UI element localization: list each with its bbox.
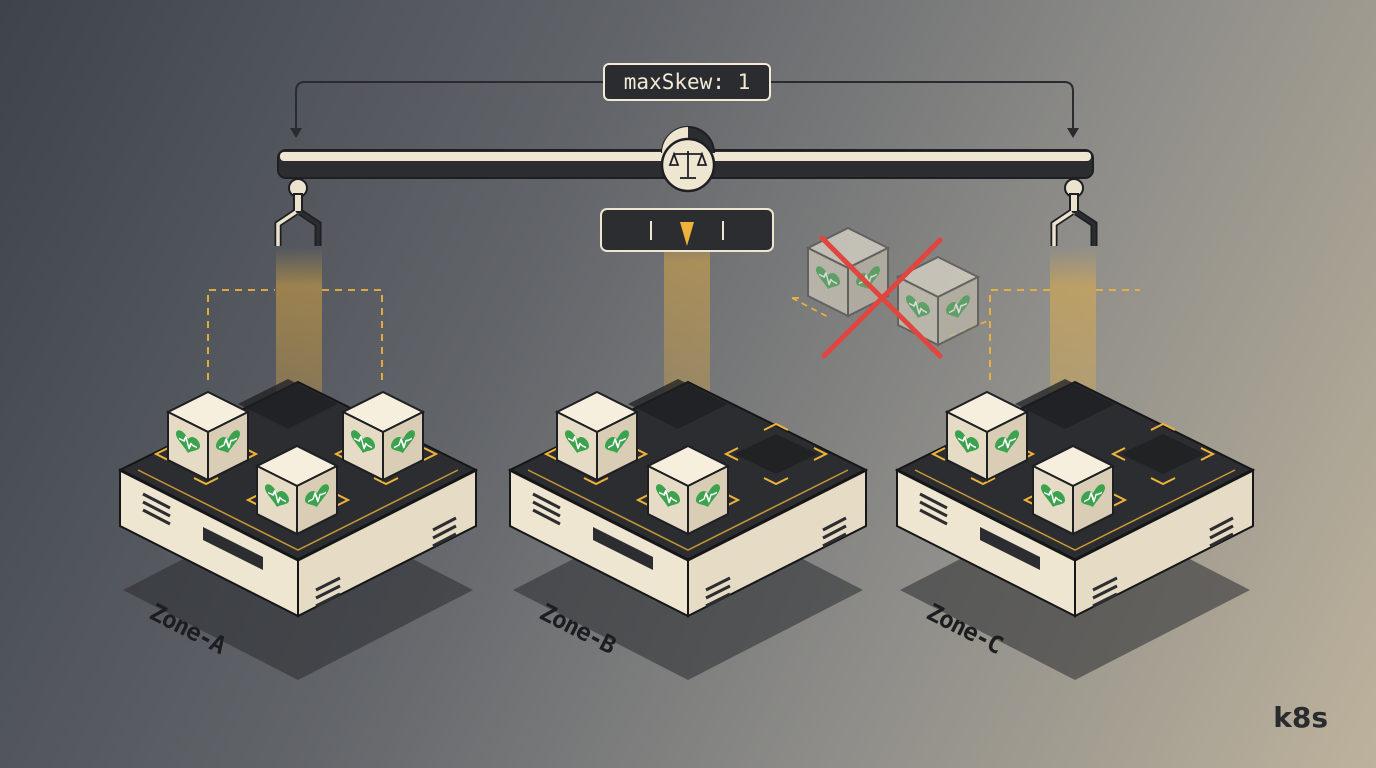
reject-cross-icon [819,235,943,359]
pod [557,392,637,480]
pod [648,446,728,534]
balance-scale-icon [660,126,716,193]
zone-b-node [508,379,868,682]
pod [168,392,248,480]
pod [257,446,337,534]
zone-a-node [118,379,478,682]
k8s-logo-text: k8s [1273,701,1328,734]
balance-gauge [600,208,774,252]
rejected-pods [791,228,991,359]
robotic-claw-icon [278,179,318,246]
max-skew-label: maxSkew: 1 [603,63,771,101]
skew-bracket [295,81,1074,132]
pod [1033,446,1113,534]
bracket-arrow-left [290,128,302,138]
pod [343,392,423,480]
pod [947,392,1027,480]
robotic-claw-icon [1054,179,1094,246]
zone-c-node [895,379,1255,682]
bracket-arrow-right [1067,128,1079,138]
